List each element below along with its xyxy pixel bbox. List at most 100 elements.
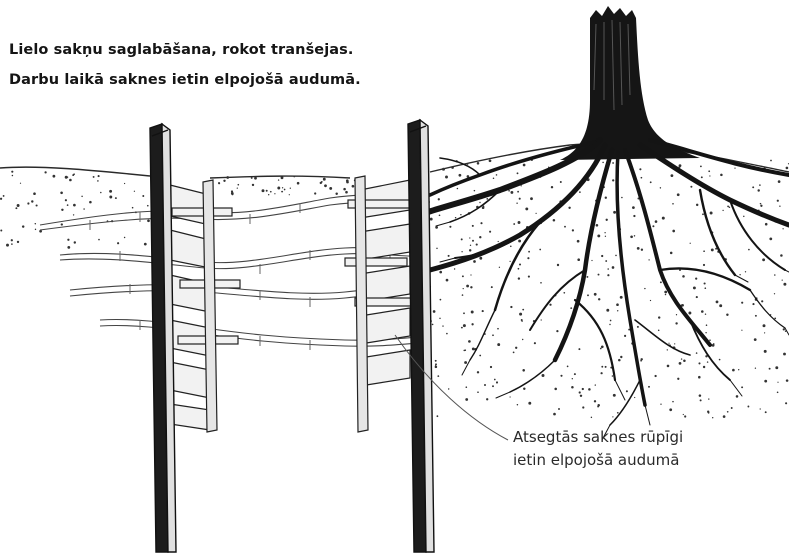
trench-wall-right [345,176,417,432]
soil-speck [109,190,112,193]
soil-speck [641,249,643,251]
soil-speck [282,187,283,188]
soil-speck [97,180,99,182]
soil-speck [510,306,512,308]
soil-speck [490,366,492,368]
soil-speck [67,239,69,241]
soil-speck [752,186,754,188]
steel-post-right [408,120,434,552]
soil-speck [352,185,355,188]
soil-speck [73,204,76,207]
soil-speck [665,294,667,296]
soil-speck [513,223,515,225]
soil-speck [736,395,739,398]
soil-speck [442,168,445,171]
soil-speck [617,412,619,414]
soil-speck [493,178,495,180]
soil-speck [11,239,13,241]
soil-speck [549,304,551,306]
soil-speck [17,204,20,207]
soil-speck [764,350,767,353]
soil-speck [710,212,713,215]
soil-speck [677,193,680,196]
soil-speck [134,191,135,192]
soil-speck [251,177,253,179]
soil-speck [579,391,581,393]
soil-speck [528,251,530,253]
soil-speck [567,366,569,368]
title-line-2: Darbu laikā saknes ietin elpojošā audumā… [9,72,361,88]
soil-speck [517,191,519,193]
soil-speck [607,268,609,270]
soil-speck [783,328,785,330]
soil-speck [605,366,607,368]
soil-speck [60,192,63,195]
soil-speck [612,416,613,417]
soil-speck [516,202,517,203]
soil-speck [596,224,599,227]
soil-speck [582,406,584,408]
soil-speck [492,385,494,387]
soil-speck [3,195,5,197]
soil-speck [553,413,556,416]
soil-speck [560,181,562,183]
soil-speck [650,300,651,301]
soil-speck [711,248,714,251]
soil-speck [739,274,740,275]
soil-speck [674,343,675,344]
soil-speck [461,238,463,240]
soil-speck [98,175,100,177]
soil-speck [662,217,665,220]
soil-speck [676,314,677,315]
soil-speck [760,205,762,207]
soil-speck [591,417,592,418]
soil-speck [274,193,275,194]
soil-speck [760,203,762,205]
soil-speck [472,225,474,227]
soil-speck [624,335,626,337]
soil-speck [696,296,698,298]
soil-speck [324,184,327,187]
soil-speck [284,189,286,191]
soil-speck [74,241,76,243]
soil-speck [297,182,300,185]
soil-speck [461,327,463,329]
soil-speck [489,159,492,162]
soil-speck [626,390,628,392]
soil-speck [704,282,706,284]
soil-speck [460,214,461,215]
soil-speck [496,174,498,176]
soil-speck [466,386,468,388]
soil-speck [695,278,697,280]
title-line-1: Lielo sakņu saglabāšana, rokot tranšejas… [9,42,354,58]
soil-speck [602,162,604,164]
soil-speck [612,375,614,377]
soil-speck [472,347,475,350]
soil-speck [606,309,609,312]
soil-speck [289,194,290,195]
soil-speck [459,174,462,177]
soil-speck [542,374,545,377]
soil-speck [605,260,607,262]
soil-speck [712,417,713,418]
soil-speck [743,216,744,217]
soil-speck [783,353,786,356]
soil-speck [445,176,448,179]
soil-speck [534,342,536,344]
soil-speck [601,345,604,348]
soil-speck [462,294,464,296]
soil-speck [588,388,591,391]
soil-speck [6,244,9,247]
soil-speck [467,163,469,165]
soil-speck [521,185,522,186]
soil-speck [716,301,719,304]
soil-speck [109,196,112,199]
soil-speck [472,240,474,242]
soil-speck [314,192,316,194]
soil-speck [594,400,596,402]
trench-wall-left [170,180,240,432]
soil-speck [539,249,541,251]
soil-speck [345,191,348,194]
soil-speck [601,255,603,257]
soil-speck [266,190,268,192]
